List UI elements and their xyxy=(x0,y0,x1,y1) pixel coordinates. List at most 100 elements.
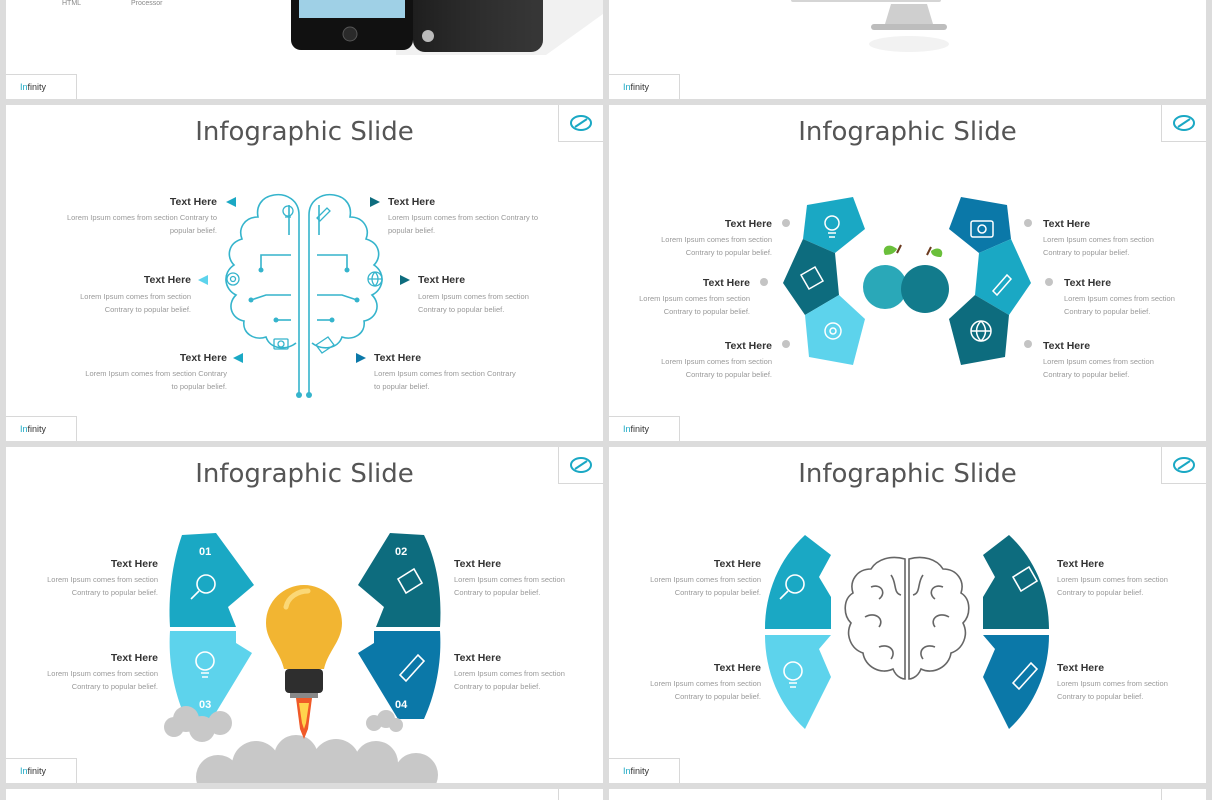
infinity-logo xyxy=(1161,105,1206,142)
item-label: Text Here xyxy=(702,277,750,289)
brain-arcs-diagram xyxy=(765,535,1049,729)
brand-badge: Infinity xyxy=(609,758,680,783)
slide-title: Infographic Slide xyxy=(195,117,414,147)
camera-icon xyxy=(273,338,289,350)
infinity-logo xyxy=(558,447,603,484)
brain-circuit-diagram xyxy=(198,193,410,398)
search-icon xyxy=(190,574,216,600)
slide-title: Infographic Slide xyxy=(195,459,414,489)
item-label: Text Here xyxy=(143,274,191,286)
slide-partial-bottom-right[interactable] xyxy=(609,789,1206,800)
item-label: Text Here xyxy=(110,652,158,664)
lightbulb-icon xyxy=(195,651,215,678)
arrow-left-icon xyxy=(226,197,236,207)
brain-illustration xyxy=(844,556,970,680)
table-col-html: HTML xyxy=(62,0,82,7)
brand-badge: Infinity xyxy=(6,74,77,99)
brand-badge: Infinity xyxy=(6,416,77,441)
infinity-logo xyxy=(1161,447,1206,484)
item-label: Text Here xyxy=(1057,558,1105,570)
item-label: Text Here xyxy=(724,340,772,352)
apple-hexagon-diagram xyxy=(760,197,1053,365)
step-number: 02 xyxy=(395,546,407,558)
item-label: Text Here xyxy=(1043,218,1091,230)
step-number: 03 xyxy=(199,699,211,711)
item-desc: Lorem Ipsum comes from section Contrary … xyxy=(388,213,539,235)
item-label: Text Here xyxy=(713,662,761,674)
camera-icon xyxy=(970,220,994,238)
arrow-right-icon xyxy=(400,275,410,285)
slide-partial-bottom-left[interactable] xyxy=(6,789,603,800)
arrow-right-icon xyxy=(356,353,366,363)
lightbulb-icon xyxy=(783,661,803,688)
item-label: Text Here xyxy=(454,652,502,664)
search-icon xyxy=(779,574,805,600)
money-icon xyxy=(315,336,335,354)
item-desc: Lorem Ipsum comes from section Contrary … xyxy=(66,213,217,235)
globe-icon xyxy=(367,271,383,287)
item-label: Text Here xyxy=(169,196,217,208)
item-label: Text Here xyxy=(110,558,158,570)
pencil-icon xyxy=(991,273,1013,297)
money-icon xyxy=(1011,565,1039,593)
slide-brain-circuit[interactable]: Infographic Slide xyxy=(6,105,603,441)
item-label: Text Here xyxy=(1064,277,1112,289)
pencil-icon xyxy=(1011,661,1039,691)
table-col-processor: Processor xyxy=(131,0,163,7)
apples-illustration xyxy=(863,244,949,313)
item-label: Text Here xyxy=(1043,340,1091,352)
slide-lightbulb-rocket[interactable]: Infographic Slide 01 xyxy=(6,447,603,783)
slide-brain-arcs[interactable]: Infographic Slide Text Here Lorem Ipsum … xyxy=(609,447,1206,783)
item-label: Text Here xyxy=(179,352,227,364)
infinity-icon xyxy=(1173,457,1195,473)
phones-illustration xyxy=(291,0,603,55)
globe-icon xyxy=(970,320,992,343)
item-label: Text Here xyxy=(724,218,772,230)
step-number: 04 xyxy=(395,699,408,711)
slide-title: Infographic Slide xyxy=(798,459,1017,489)
item-label: Text Here xyxy=(418,274,466,286)
infinity-icon xyxy=(1173,115,1195,131)
step-number: 01 xyxy=(199,546,211,558)
brand-badge: Infinity xyxy=(609,74,680,99)
lightbulb-icon xyxy=(824,215,840,238)
money-icon xyxy=(396,567,424,595)
pencil-icon xyxy=(316,207,331,222)
infinity-icon xyxy=(570,457,592,473)
brand-badge: Infinity xyxy=(6,758,77,783)
item-label: Text Here xyxy=(388,196,436,208)
lightbulb-illustration xyxy=(266,585,342,739)
slide-apple-hexagon[interactable]: Infographic Slide xyxy=(609,105,1206,441)
monitor-illustration xyxy=(791,0,949,52)
brand-badge: Infinity xyxy=(609,416,680,441)
item-label: Text Here xyxy=(713,558,761,570)
infinity-icon xyxy=(570,115,592,131)
slide-title: Infographic Slide xyxy=(798,117,1017,147)
item-label: Text Here xyxy=(1057,662,1105,674)
lightbulb-icon xyxy=(282,205,294,218)
lightbulb-rocket-diagram: 01 02 03 04 xyxy=(164,533,441,783)
arrow-left-icon xyxy=(198,275,208,285)
infinity-logo xyxy=(558,105,603,142)
slide-partial-top-left[interactable]: HTML Processor Infinity xyxy=(6,0,603,99)
item-label: Text Here xyxy=(454,558,502,570)
smoke-clouds xyxy=(164,706,438,783)
money-icon xyxy=(799,265,825,291)
slide-partial-top-right[interactable]: Infinity xyxy=(609,0,1206,99)
